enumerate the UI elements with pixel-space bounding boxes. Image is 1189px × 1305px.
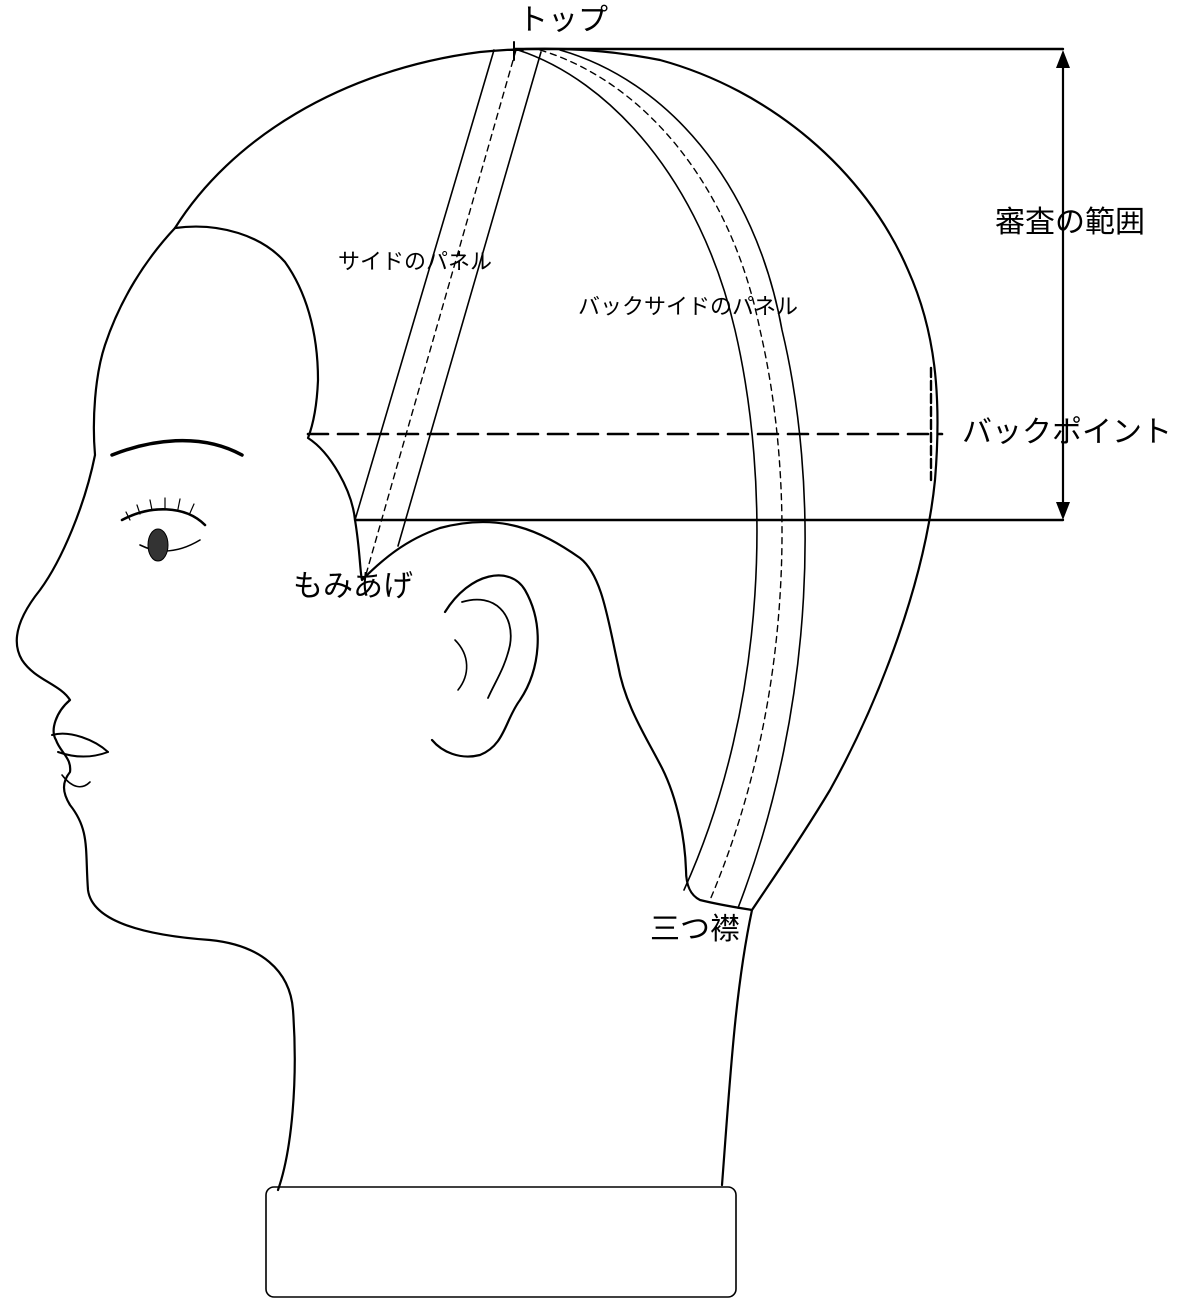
label-back-point: バックポイント xyxy=(962,418,1172,448)
side-panel-line-dashed xyxy=(365,50,516,578)
range-arrow-head-bottom xyxy=(1056,502,1070,520)
neck-base xyxy=(266,1187,736,1297)
face-profile xyxy=(17,228,295,1190)
ear-outer xyxy=(432,575,538,756)
ear-lobe-curve xyxy=(455,640,467,690)
label-top: トップ xyxy=(518,6,608,36)
eye-upper xyxy=(122,509,205,525)
label-inspection-range: 審査の範囲 xyxy=(995,208,1145,238)
skull-outline xyxy=(175,49,938,1185)
label-sideburn: もみあげ xyxy=(293,572,413,602)
backside-panel-line-left xyxy=(518,50,757,890)
backside-panel-line-dashed xyxy=(540,50,782,900)
label-nape: 三つ襟 xyxy=(650,915,740,945)
hairline-outline xyxy=(175,227,752,910)
label-side-panel: サイドのパネル xyxy=(338,252,492,274)
range-arrow-head-top xyxy=(1056,50,1070,68)
backside-panel-line-right xyxy=(560,50,805,908)
label-backside-panel: バックサイドのパネル xyxy=(578,297,798,319)
eye-iris xyxy=(148,529,168,561)
eyebrow xyxy=(112,441,242,455)
side-panel-line-right xyxy=(398,52,541,546)
ear-inner xyxy=(462,600,511,698)
